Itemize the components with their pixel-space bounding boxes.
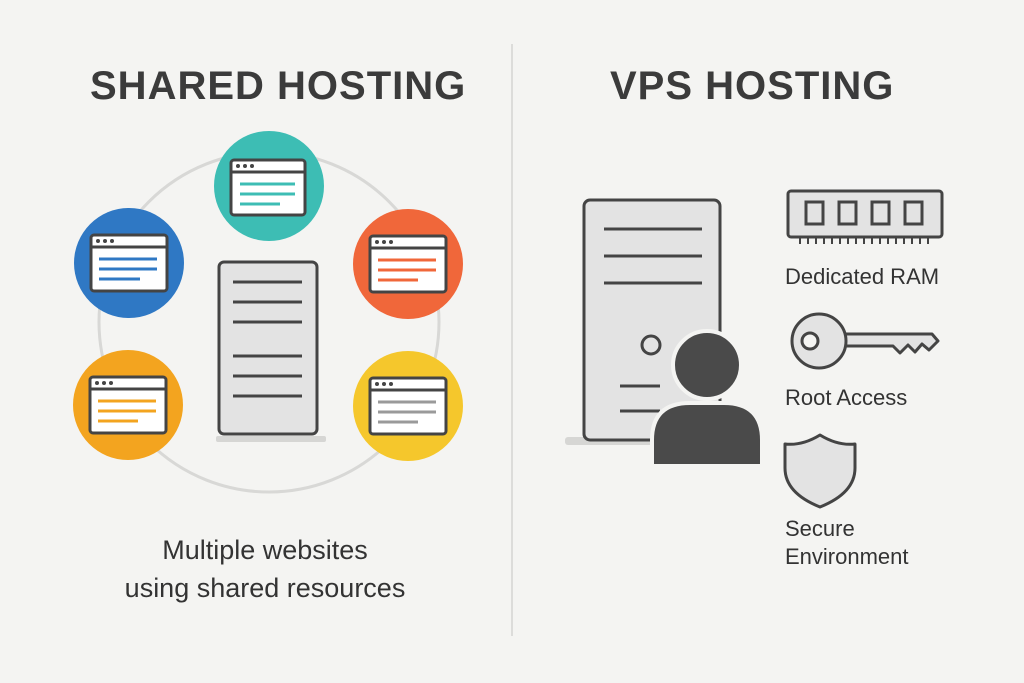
key-icon (790, 312, 940, 370)
section-divider (511, 44, 513, 636)
ram-chip-icon (786, 189, 944, 244)
website-amber-icon (73, 350, 183, 460)
vps-hosting-title: VPS HOSTING (610, 64, 895, 108)
shield-icon (783, 433, 857, 509)
feature-dedicated-ram: Dedicated RAM (785, 264, 940, 289)
website-teal-icon (214, 131, 324, 241)
user-icon (650, 329, 764, 468)
caption-line-2: using shared resources (124, 573, 406, 603)
secure-line-1: Secure (785, 516, 855, 541)
shared-hosting-caption: Multiple websites using shared resources (70, 531, 460, 607)
website-yellow-icon (353, 351, 463, 461)
secure-line-2: Environment (785, 544, 909, 569)
shared-server-icon (216, 260, 326, 442)
shared-hosting-title: SHARED HOSTING (90, 64, 467, 108)
feature-root-access: Root Access (785, 385, 908, 410)
feature-secure-environment: Secure Environment (785, 515, 909, 571)
caption-line-1: Multiple websites (162, 535, 368, 565)
website-orange-icon (353, 209, 463, 319)
website-blue-icon (74, 208, 184, 318)
